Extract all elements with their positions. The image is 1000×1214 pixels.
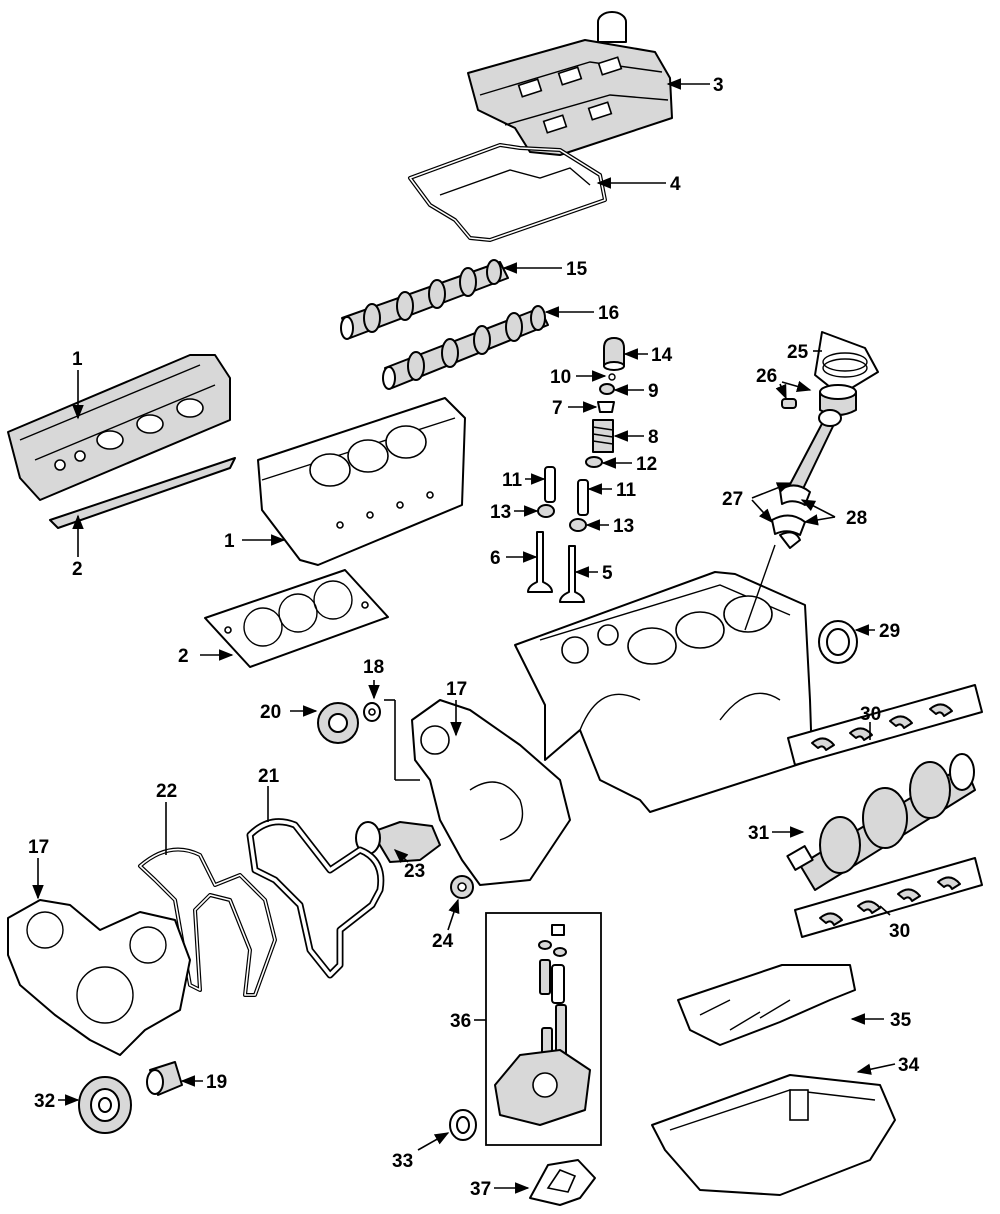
callout-11b: 11 xyxy=(616,480,637,501)
callout-4: 4 xyxy=(670,174,681,195)
valve-cover-part xyxy=(467,11,673,156)
valve-train-parts xyxy=(585,337,625,468)
cylinder-head-left-part xyxy=(7,354,231,501)
valve-cover-gasket-part xyxy=(408,143,607,242)
valve-seal-parts xyxy=(537,504,587,532)
timing-cover-outer-part xyxy=(7,899,191,1056)
callout-2a: 2 xyxy=(72,559,83,580)
crank-sprocket-part xyxy=(146,1061,183,1096)
callout-5: 5 xyxy=(602,563,613,584)
callout-11a: 11 xyxy=(502,470,523,491)
callout-13b: 13 xyxy=(613,516,634,537)
callout-28: 28 xyxy=(846,508,867,529)
callout-37: 37 xyxy=(470,1179,491,1200)
oil-pump-box-part xyxy=(485,912,602,1146)
head-gasket-left-part xyxy=(49,457,236,529)
cam-sprocket-part xyxy=(317,702,381,744)
callout-9: 9 xyxy=(648,381,659,402)
callout-12: 12 xyxy=(636,454,657,475)
head-gasket-center-part xyxy=(204,569,389,668)
callout-6: 6 xyxy=(490,548,501,569)
timing-cover-gasket-part xyxy=(138,847,277,997)
callout-14: 14 xyxy=(651,345,673,366)
callout-7: 7 xyxy=(552,398,563,419)
callout-24: 24 xyxy=(432,931,454,952)
connecting-rod-part xyxy=(771,409,842,549)
callout-22: 22 xyxy=(156,781,177,802)
callout-3: 3 xyxy=(713,75,724,96)
callout-29: 29 xyxy=(879,621,900,642)
timing-belt-part xyxy=(246,818,385,979)
windage-tray-part xyxy=(677,964,856,1046)
callout-17a: 17 xyxy=(446,679,467,700)
callout-13a: 13 xyxy=(490,502,511,523)
valve-parts xyxy=(527,531,585,603)
callout-10: 10 xyxy=(550,367,571,388)
callout-1a: 1 xyxy=(72,349,83,370)
crankshaft-part xyxy=(786,753,976,891)
oil-pan-part xyxy=(651,1074,896,1196)
callout-19: 19 xyxy=(206,1072,227,1093)
engine-block-part xyxy=(514,544,813,813)
callout-25: 25 xyxy=(787,342,809,363)
callout-15: 15 xyxy=(566,259,588,280)
oil-pickup-gasket-part xyxy=(529,1159,596,1206)
main-bearings-upper-part xyxy=(787,684,983,766)
timing-cover-inner-part xyxy=(384,699,571,886)
idler-pulley-part xyxy=(450,875,474,899)
callout-32: 32 xyxy=(34,1091,55,1112)
main-bearings-lower-part xyxy=(794,857,983,938)
callout-18: 18 xyxy=(363,657,384,678)
callout-36: 36 xyxy=(450,1011,471,1032)
callout-2b: 2 xyxy=(178,646,189,667)
callout-labels: 3 4 15 16 14 10 9 7 8 12 11 11 13 13 6 5… xyxy=(28,75,920,1200)
callout-8: 8 xyxy=(648,427,659,448)
rear-main-seal-part xyxy=(818,620,858,664)
crank-pulley-part xyxy=(78,1076,132,1134)
callout-16: 16 xyxy=(598,303,619,324)
callout-17b: 17 xyxy=(28,837,49,858)
camshaft-lower-part xyxy=(382,305,549,390)
callout-33: 33 xyxy=(392,1151,413,1172)
callout-20: 20 xyxy=(260,702,281,723)
callout-leaders xyxy=(32,78,896,1194)
callout-34: 34 xyxy=(898,1055,920,1076)
callout-30b: 30 xyxy=(889,921,910,942)
cylinder-head-center-part xyxy=(257,397,466,566)
callout-30a: 30 xyxy=(860,704,881,725)
callout-1b: 1 xyxy=(224,531,235,552)
camshaft-upper-part xyxy=(340,259,509,340)
callout-26: 26 xyxy=(756,366,777,387)
water-pump-part xyxy=(355,821,441,863)
callout-21: 21 xyxy=(258,766,280,787)
callout-31: 31 xyxy=(748,823,770,844)
callout-35: 35 xyxy=(890,1010,912,1031)
piston-parts xyxy=(781,331,879,416)
front-seal-part xyxy=(449,1109,477,1141)
callout-23: 23 xyxy=(404,861,425,882)
callout-27: 27 xyxy=(722,489,743,510)
